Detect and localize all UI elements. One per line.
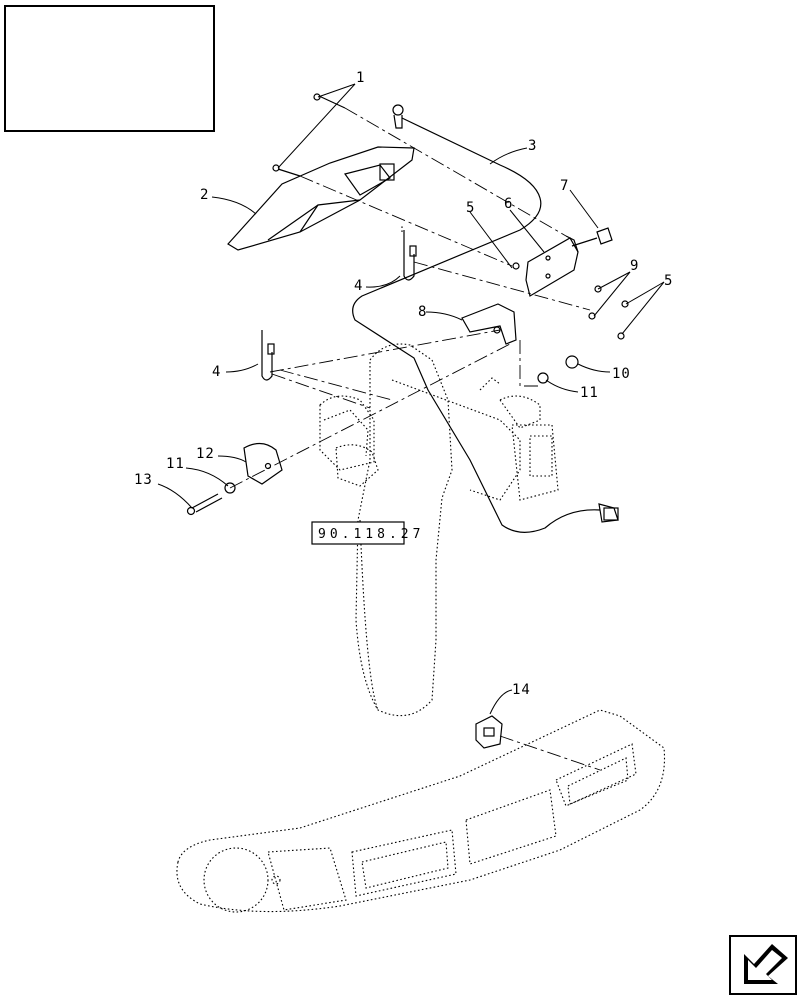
title-block [4,5,215,132]
callout-9: 9 [630,258,639,274]
callout-3: 3 [528,138,537,154]
washer-11a [537,372,549,384]
callout-5b: 5 [664,273,673,289]
callout-11b: 11 [166,456,185,472]
arrow-left-down-icon[interactable] [729,935,797,995]
screw-1b [272,164,301,177]
callout-1: 1 [356,70,365,86]
nut-9b [588,312,596,320]
callout-6: 6 [504,196,513,212]
callout-4a: 4 [354,278,363,294]
callout-14: 14 [512,682,531,698]
callout-2: 2 [200,187,209,203]
cover-plate-12 [243,442,283,485]
nut-10 [565,355,579,369]
callout-5a: 5 [466,200,475,216]
switch-14 [475,715,503,749]
nut-5c [617,332,625,340]
callout-13: 13 [134,472,153,488]
bolt-13 [186,493,223,516]
callout-10: 10 [612,366,631,382]
u-bolt-4b [261,330,275,381]
nut-5a [512,262,520,270]
nut-9a [594,285,602,293]
harness-cable [352,104,619,533]
nut-5b [621,300,629,308]
reference-label: 90.118.27 [311,521,424,545]
connector-7 [571,227,613,247]
u-bolt-4a [401,226,417,281]
cab-pillar-assembly [319,343,559,717]
callout-12: 12 [196,446,215,462]
reference-label-text: 90.118.27 [318,527,424,542]
callout-4b: 4 [212,364,221,380]
washer-11b [224,482,236,494]
center-lines [229,107,601,771]
lamp-housing [227,146,415,251]
callout-7: 7 [560,178,569,194]
leader-lines [157,83,665,715]
screw-1a [313,93,346,109]
bracket-6 [525,235,579,297]
callout-8: 8 [418,304,427,320]
roof-console [176,709,666,913]
plate-8 [461,303,517,345]
callout-11a: 11 [580,385,599,401]
